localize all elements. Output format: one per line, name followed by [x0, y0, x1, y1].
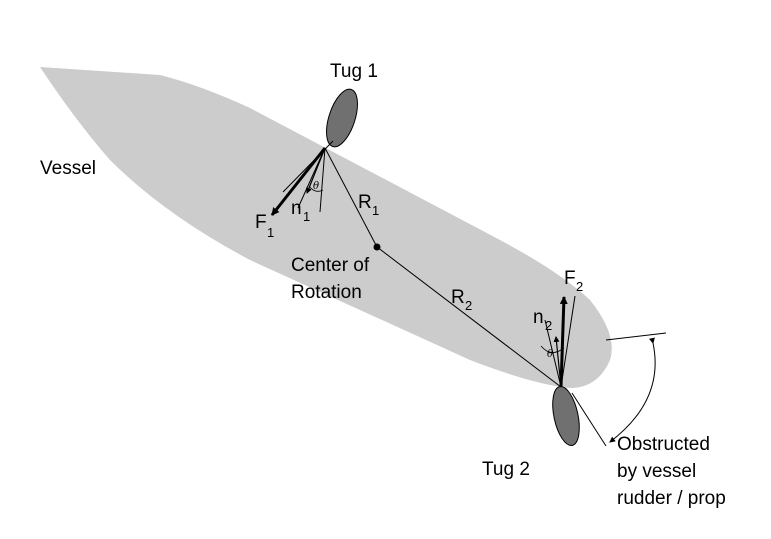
vessel-hull — [40, 67, 612, 388]
force-f1-subscript: 1 — [267, 225, 274, 240]
tug-2-tangent-line — [544, 319, 562, 388]
normal-n1-label: n — [291, 198, 302, 219]
center-of-rotation-point — [373, 243, 381, 251]
obstructed-label-line3: rudder / prop — [617, 488, 726, 509]
tug-1-normal-line — [319, 147, 326, 213]
normal-n2-label: n — [533, 307, 544, 328]
normal-n1-subscript: 1 — [303, 209, 310, 224]
tug-1-hull — [326, 88, 358, 148]
radius-r2-label: R — [451, 287, 465, 308]
obstruction-boundary-upper — [605, 332, 667, 341]
theta-2-symbol: θ — [547, 349, 553, 360]
obstruction-arc-arrow — [609, 337, 656, 443]
normal-n2-subscript: 2 — [545, 318, 552, 333]
radius-r1-line — [324, 147, 378, 248]
obstructed-label-line1: Obstructed — [617, 434, 710, 455]
obstructed-label-line2: by vessel — [617, 461, 696, 482]
tug-2-hull — [552, 386, 580, 446]
tug-2-label: Tug 2 — [482, 459, 530, 480]
obstruction-boundary-lower — [571, 392, 607, 447]
theta-1-symbol: θ — [313, 181, 319, 192]
force-f1-arrow — [270, 147, 327, 216]
radius-r1-subscript: 1 — [372, 203, 379, 218]
radius-r2-subscript: 2 — [465, 298, 472, 313]
force-f2-arrow — [559, 296, 568, 388]
force-f2-label: F — [564, 268, 576, 289]
theta-1-arc — [308, 185, 324, 192]
center-of-rotation-label-line2: Rotation — [291, 282, 362, 303]
radius-r1-label: R — [358, 192, 372, 213]
tug-2-normal-line — [560, 295, 576, 388]
force-f1-label: F — [255, 212, 267, 233]
theta-2-arc — [540, 345, 565, 353]
normal-n1-arrow — [306, 147, 326, 194]
tug-1-label: Tug 1 — [330, 61, 378, 82]
force-f2-subscript: 2 — [576, 279, 583, 294]
vessel-label: Vessel — [40, 158, 96, 179]
center-of-rotation-label-line1: Center of — [291, 255, 370, 276]
normal-n2-arrow — [553, 336, 562, 388]
radius-r2-line — [376, 246, 562, 388]
